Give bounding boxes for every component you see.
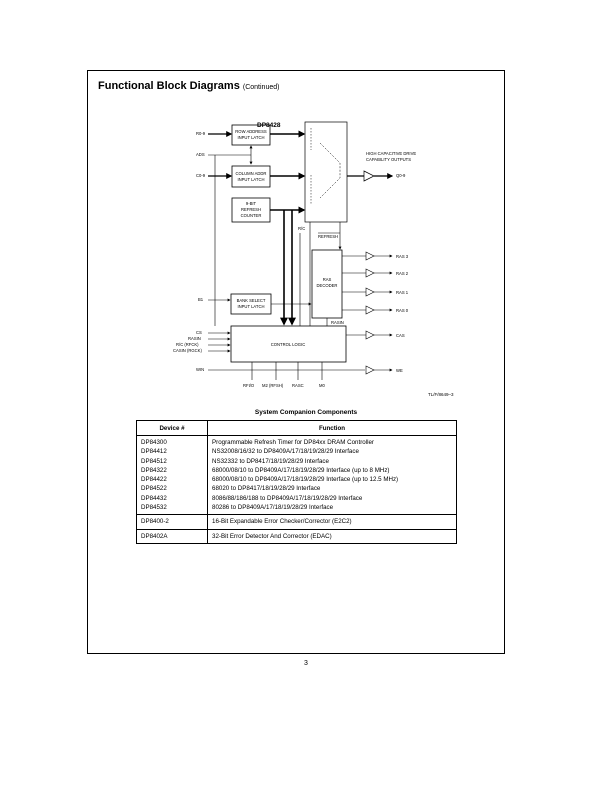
ras-decoder-label-2: DECODER [317,283,338,288]
input-ads-label: ADS [196,152,205,157]
table-title: System Companion Components [254,409,358,416]
control-logic-label: CONTROL LOGIC [271,342,306,347]
mux-shape [319,142,341,199]
rc-inner-label: R/C [298,226,305,231]
function-text: 68000/08/10 to DP8409A/17/18/19/28/29 In… [212,466,390,474]
function-text: 8086/88/186/188 to DP8409A/17/18/19/28/2… [212,494,363,502]
refresh-counter-label-3: COUNTER [241,213,262,218]
input-r-label: R0-9 [196,131,206,136]
device-name: DP8400-2 [141,518,169,526]
output-q-label: Q0-9 [396,173,406,178]
function-text: NS32008/16/32 to DP8409A/17/18/19/28/29 … [212,448,359,456]
mux-block [304,121,348,223]
function-text: 16-Bit Expandable Error Checker/Correcto… [212,518,352,526]
control-logic-block [230,325,347,363]
input-cs-label: CS [196,330,202,335]
chip-label: DP8428 [257,122,281,129]
page-frame [87,70,505,654]
companion-table: Device # Function DP84300 DP84412 DP8451… [136,420,457,544]
rasc-label: RASC [292,383,304,388]
refresh-counter-label-2: REFRESH [241,207,261,212]
input-rasin-label: RASIN [188,336,201,341]
function-text: 80286 to DP8409A/17/18/19/28/29 Interfac… [212,504,334,512]
bank-select-label-1: BANK SELECT [237,298,266,303]
function-text: NS32332 to DP8417/18/19/28/29 Interface [212,457,329,465]
device-cell: DP84300 DP84412 DP84512 DP84322 DP84422 … [136,434,208,515]
ras0-output [342,305,393,315]
high-cap-label-2: CAPABILITY OUTPUTS [366,157,411,162]
input-b1-label: B1 [198,297,204,302]
ras3-output [342,251,393,261]
function-cell: Programmable Refresh Timer for DP84xx DR… [207,434,457,515]
device-name: DP84300 [141,439,167,446]
device-name: DP84432 [141,494,167,502]
function-text: 32-Bit Error Detector And Corrector (EDA… [212,532,332,540]
high-cap-label-1: HIGH CAPACITIVE DRIVE [366,151,416,156]
ras3-label: RAS 3 [396,254,409,259]
figure-reference: TL/F/8649–3 [428,392,454,397]
device-name: DP8402A [141,532,168,540]
page-number: 3 [304,660,308,667]
input-rc-label: R/C (RFCK) [176,342,199,347]
rfi-label: RFI/O [243,383,255,388]
device-name: DP84322 [141,466,167,474]
ras0-label: RAS 0 [396,308,409,313]
table-row: DP8400-2 16-Bit Expandable Error Checker… [136,514,457,530]
function-cell: 16-Bit Expandable Error Checker/Correcto… [207,514,457,530]
refresh-inner-label: REFRESH [318,234,338,239]
m0-label: M0 [319,383,325,388]
device-name: DP84522 [141,485,167,493]
header-device: Device # [136,420,208,436]
we-output [365,365,393,375]
device-cell: DP8402A [136,528,208,544]
cas-label: CAS [396,333,405,338]
ras-decoder-label-1: RAS [323,277,332,282]
function-cell: 32-Bit Error Detector And Corrector (EDA… [207,528,457,544]
table-row: DP8402A 32-Bit Error Detector And Correc… [136,528,457,544]
title-continued: (Continued) [242,84,280,91]
function-text: 68020 to DP8417/18/19/28/29 Interface [212,485,321,493]
cas-output [346,330,393,340]
title-text: Functional Block Diagrams [98,80,240,92]
input-win-label: WIN [196,367,204,372]
input-casin-label: CASIN (RGCK) [173,348,202,353]
we-label: WE [396,368,403,373]
device-cell: DP8400-2 [136,514,208,530]
device-name: DP84512 [141,457,167,465]
header-function: Function [207,420,457,436]
function-text: 68000/08/10 to DP8409A/17/18/19/28/29 In… [212,476,399,484]
q-buffer-icon [363,170,375,182]
function-text: Programmable Refresh Timer for DP84xx DR… [212,439,374,446]
device-name: DP84422 [141,476,167,484]
device-name: DP84412 [141,448,167,456]
device-name: DP84532 [141,504,167,512]
row-latch-label-2: INPUT LATCH [237,135,264,140]
row-latch-label-1: ROW ADDRESS [235,129,267,134]
rasin-inner-label: RASIN [331,320,344,325]
ras2-output [342,268,393,278]
ras1-output [342,287,393,297]
table-header-row: Device # Function [136,420,457,436]
input-c-label: C0-9 [196,173,206,178]
refresh-counter-label-1: 9-BIT [246,201,257,206]
table-row: DP84300 DP84412 DP84512 DP84322 DP84422 … [136,434,457,515]
bottom-pins [251,362,323,380]
ras1-label: RAS 1 [396,290,409,295]
col-latch-label-2: INPUT LATCH [237,177,264,182]
bank-select-label-2: INPUT LATCH [237,304,264,309]
m2-label: M2 (RFSH) [262,383,284,388]
ras2-label: RAS 2 [396,271,409,276]
page-title: Functional Block Diagrams (Continued) [98,80,279,92]
col-latch-label-1: COLUMN ADDR [236,171,267,176]
